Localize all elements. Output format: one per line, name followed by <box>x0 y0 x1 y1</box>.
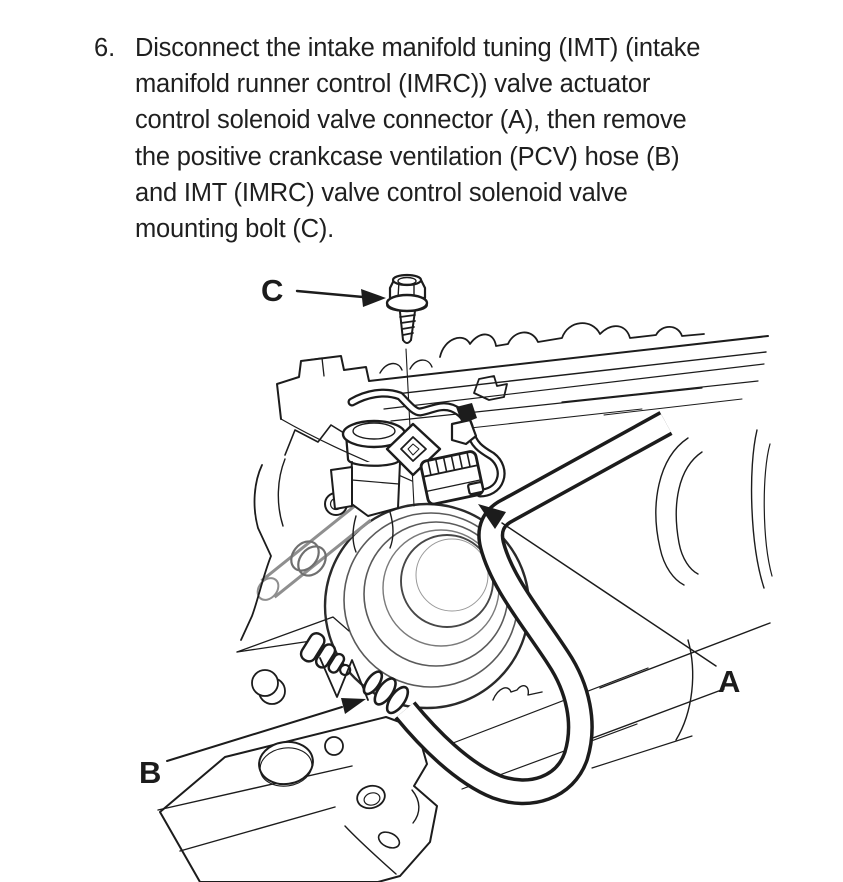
hose-fitting-b <box>362 670 410 715</box>
callout-b-arrowhead <box>341 698 366 714</box>
imt-solenoid-valve <box>330 419 407 553</box>
step-text-line: control solenoid valve connector (A), th… <box>135 106 687 135</box>
callout-b-arrow <box>166 706 343 762</box>
instruction-step: 6. Disconnect the intake manifold tuning… <box>94 30 700 247</box>
wire-harness <box>347 388 506 498</box>
engine-top-band <box>276 322 769 482</box>
step-text-line: mounting bolt (C). <box>135 215 335 244</box>
callout-a-arrowhead <box>478 504 506 529</box>
callout-c-arrow <box>295 289 365 299</box>
actuator-dome <box>323 502 531 710</box>
callout-c-arrowhead <box>361 289 386 307</box>
bottom-plate <box>157 716 438 882</box>
callout-a-label: A <box>718 664 740 699</box>
step-number: 6. <box>94 34 116 62</box>
callout-arrows <box>166 289 717 762</box>
step-text-line: Disconnect the intake manifold tuning (I… <box>135 34 701 62</box>
step-text-line: manifold runner control (IMRC)) valve ac… <box>135 70 651 99</box>
callout-a-arrow <box>501 522 717 667</box>
harness-clip <box>456 403 477 424</box>
mounting-bolt-c <box>385 273 429 344</box>
step-text-line: and IMT (IMRC) valve control solenoid va… <box>135 178 628 207</box>
solenoid-connector-a <box>419 450 485 506</box>
break-mark <box>319 657 369 701</box>
pcv-hose <box>394 411 673 806</box>
callout-c-label: C <box>261 273 283 308</box>
mount-bracket-diamond <box>385 422 442 477</box>
step-text: Disconnect the intake manifold tuning (I… <box>135 30 700 247</box>
step-text-line: the positive crankcase ventilation (PCV)… <box>135 142 680 171</box>
callout-b-label: B <box>139 755 161 790</box>
